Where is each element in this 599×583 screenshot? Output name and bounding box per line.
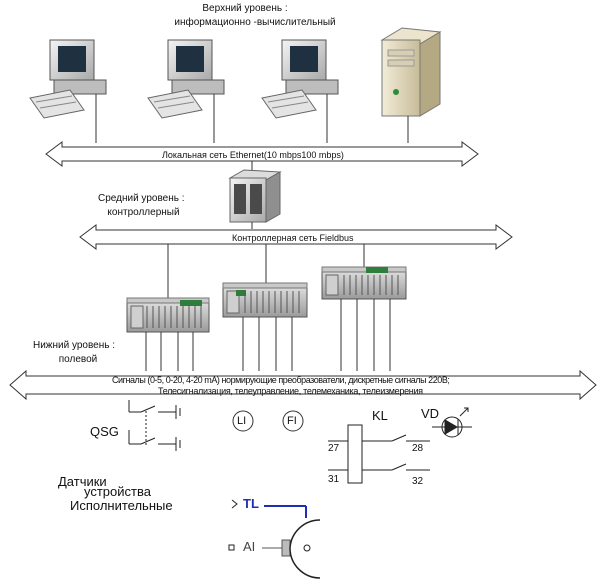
plc-controller-1 [126, 297, 210, 333]
bottom-level-title-line1: Нижний уровень : [33, 340, 116, 351]
kl-label: KL [372, 408, 388, 423]
controller-server-icon [228, 169, 282, 223]
workstation-3 [261, 39, 339, 119]
workstation-1 [29, 39, 107, 119]
signals-line1: Сигналы (0-5, 0-20, 4-20 mA) нормирующие… [112, 375, 450, 385]
li-sensor-circle [232, 410, 254, 432]
legend-sensors: Датчики [58, 474, 107, 489]
fi-label: FI [287, 415, 297, 427]
terminal-32-label: 32 [412, 476, 424, 487]
terminal-31-label: 31 [328, 474, 340, 485]
qsg-switch-symbol [128, 400, 181, 451]
plc-controller-3 [321, 266, 407, 300]
controller-bus-label: Контроллерная сеть Fieldbus [232, 233, 354, 243]
lan-drops [95, 94, 409, 143]
terminal-27-label: 27 [328, 443, 340, 454]
top-level-title-line1: Верхний уровень : [202, 3, 288, 14]
middle-level-title-line2: контроллерный [107, 207, 180, 218]
vd-led-symbol [432, 407, 472, 438]
workstation-2 [147, 39, 225, 119]
fi-sensor-circle [282, 410, 304, 432]
controller-bus-arrow [79, 224, 513, 250]
lan-bus-label: Локальная сеть Ethernet(10 mbps100 mbps) [162, 150, 344, 160]
middle-level-title-line1: Средний уровень : [98, 193, 185, 204]
actuator-symbol [228, 499, 321, 579]
signals-line2: Телесигнализация, телеуправление, телеме… [158, 386, 423, 396]
terminal-28-label: 28 [412, 443, 424, 454]
lan-bus-arrow [45, 141, 479, 167]
top-level-title-line2: информационно -вычислительный [174, 17, 336, 28]
vd-label: VD [421, 406, 440, 421]
plc-to-field-drops [145, 299, 391, 371]
plc-controller-2 [222, 282, 308, 318]
qsg-label: QSG [90, 424, 119, 439]
ai-label: AI [243, 539, 256, 554]
legend-actuators: Исполнительные [70, 498, 173, 513]
tl-label: TL [243, 496, 259, 511]
fieldbus-drops [167, 244, 365, 298]
li-label: LI [237, 415, 247, 427]
field-signal-bus-arrow [9, 369, 597, 401]
legend-devices: устройства [84, 484, 151, 499]
kl-relay-symbol [328, 424, 430, 484]
server-icon [380, 27, 442, 117]
bottom-level-title-line2: полевой [58, 354, 98, 365]
